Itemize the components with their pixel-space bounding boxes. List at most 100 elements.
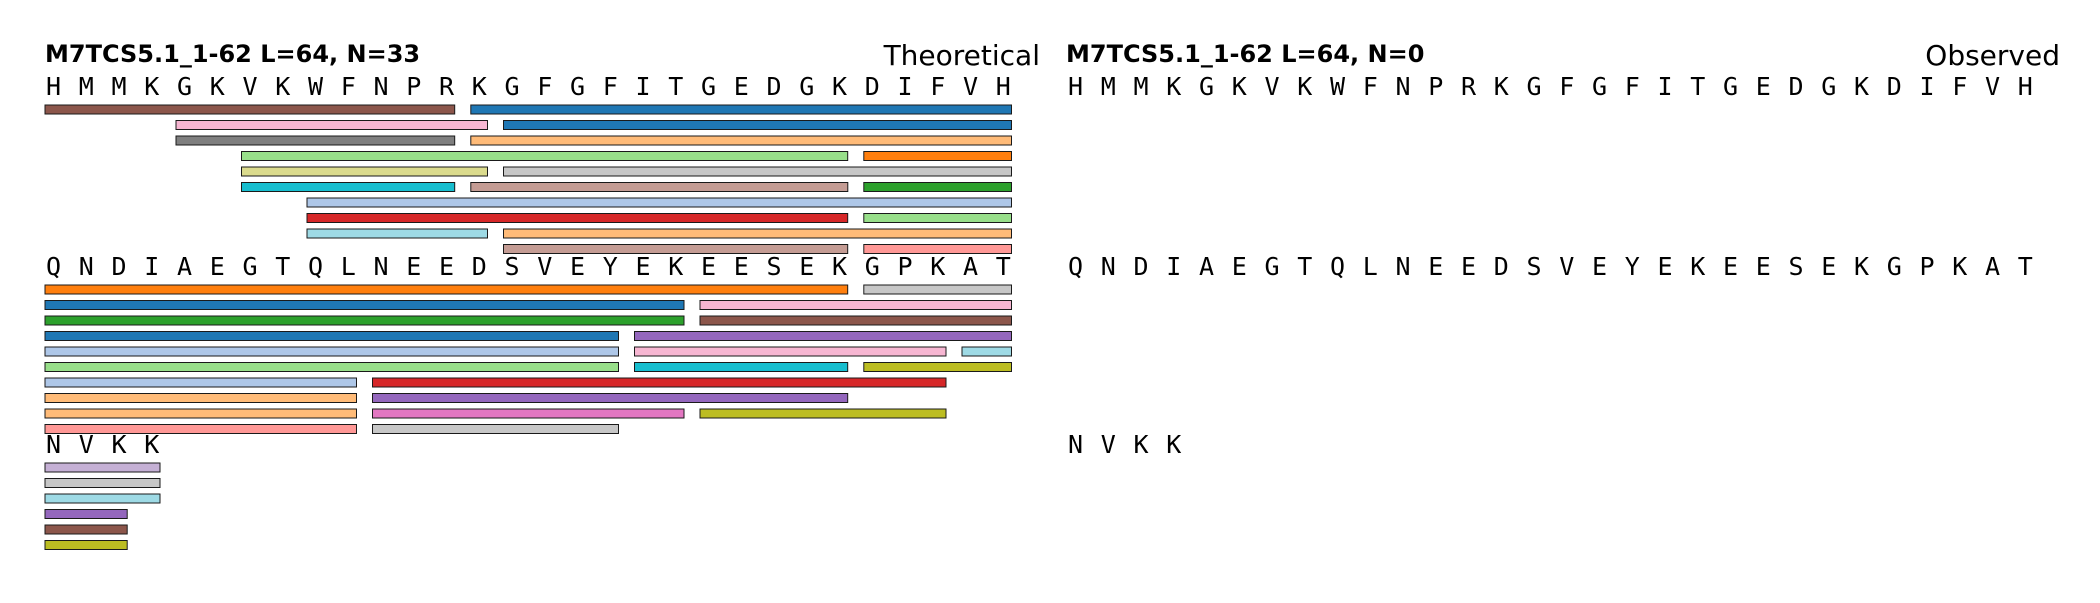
peptide-bar	[44, 424, 357, 434]
residue-observed-53: S	[1789, 252, 1804, 281]
peptide-bar	[44, 393, 357, 403]
residue-theoretical-36: E	[210, 252, 225, 281]
residue-observed-43: E	[1461, 252, 1476, 281]
peptide-bar	[44, 284, 849, 295]
residue-theoretical-46: V	[537, 252, 552, 281]
peptide-bar	[44, 408, 357, 419]
peptide-bar	[372, 424, 619, 434]
residue-observed-3: M	[1134, 72, 1149, 101]
residue-observed-59: A	[1985, 252, 2000, 281]
peptide-bar	[44, 300, 685, 310]
theoretical-title: M7TCS5.1_1-62 L=64, N=33	[45, 40, 420, 68]
residue-theoretical-40: L	[341, 252, 356, 281]
residue-theoretical-45: S	[505, 252, 520, 281]
residue-observed-34: I	[1166, 252, 1181, 281]
peptide-bar	[175, 135, 456, 146]
residue-theoretical-56: G	[865, 252, 880, 281]
peptide-bar	[503, 166, 1012, 177]
residue-observed-42: E	[1428, 252, 1443, 281]
residue-theoretical-24: G	[799, 72, 814, 101]
residue-observed-9: W	[1330, 72, 1346, 101]
residue-theoretical-15: G	[505, 72, 520, 101]
residue-theoretical-49: E	[636, 252, 651, 281]
residue-observed-1: H	[1068, 72, 1083, 101]
residue-theoretical-50: K	[668, 252, 683, 281]
residue-observed-36: E	[1232, 252, 1247, 281]
residue-observed-7: V	[1265, 72, 1280, 101]
residue-theoretical-13: R	[439, 72, 455, 101]
residue-theoretical-18: F	[603, 72, 618, 101]
residue-theoretical-27: I	[898, 72, 913, 101]
residue-observed-14: K	[1494, 72, 1509, 101]
residue-observed-41: N	[1396, 252, 1411, 281]
peptide-bar	[44, 377, 357, 388]
residue-observed-5: G	[1199, 72, 1214, 101]
peptide-bar	[470, 104, 1012, 115]
residue-observed-45: S	[1527, 252, 1542, 281]
residue-theoretical-28: F	[930, 72, 945, 101]
peptide-bar	[44, 509, 128, 519]
residue-theoretical-8: K	[275, 72, 290, 101]
residue-observed-24: G	[1821, 72, 1836, 101]
residue-observed-49: E	[1658, 252, 1673, 281]
peptide-bar	[44, 462, 161, 473]
residue-observed-64: K	[1166, 430, 1181, 459]
theoretical-label: Theoretical	[883, 39, 1040, 72]
residue-observed-6: K	[1232, 72, 1247, 101]
residue-observed-58: K	[1952, 252, 1967, 281]
residue-observed-21: G	[1723, 72, 1738, 101]
residue-theoretical-64: K	[144, 430, 159, 459]
residue-theoretical-60: T	[996, 252, 1011, 281]
peptide-bar	[306, 197, 1012, 208]
peptide-bar	[503, 244, 849, 254]
peptide-bar	[44, 346, 619, 357]
residue-theoretical-52: E	[734, 252, 749, 281]
peptide-bar	[503, 228, 1012, 239]
residue-theoretical-17: G	[570, 72, 585, 101]
peptide-bar	[634, 346, 947, 357]
peptide-bar	[699, 408, 947, 419]
peptide-bar	[863, 244, 1012, 254]
residue-theoretical-29: V	[963, 72, 978, 101]
residue-observed-38: T	[1297, 252, 1312, 281]
residue-theoretical-43: E	[439, 252, 454, 281]
peptide-bar	[44, 315, 685, 326]
residue-observed-39: Q	[1330, 252, 1345, 281]
peptide-bar	[306, 228, 488, 239]
residue-theoretical-21: G	[701, 72, 716, 101]
peptide-bar	[634, 331, 1012, 341]
residue-observed-4: K	[1166, 72, 1181, 101]
residue-theoretical-25: K	[832, 72, 847, 101]
residue-theoretical-41: N	[374, 252, 389, 281]
residue-theoretical-20: T	[668, 72, 683, 101]
residue-observed-26: D	[1887, 72, 1902, 101]
residue-theoretical-48: Y	[603, 252, 618, 281]
residue-theoretical-55: K	[832, 252, 847, 281]
residue-theoretical-16: F	[537, 72, 552, 101]
residue-observed-33: D	[1134, 252, 1149, 281]
residue-observed-54: E	[1821, 252, 1836, 281]
peptide-bar	[372, 377, 947, 388]
peptide-bar	[241, 182, 456, 192]
residue-theoretical-14: K	[472, 72, 487, 101]
residue-observed-40: L	[1363, 252, 1378, 281]
residue-observed-60: T	[2018, 252, 2033, 281]
residue-theoretical-35: A	[177, 252, 192, 281]
residue-observed-31: Q	[1068, 252, 1083, 281]
peptide-bar	[503, 120, 1012, 130]
residue-observed-27: I	[1920, 72, 1935, 101]
residue-theoretical-57: P	[898, 252, 913, 281]
peptide-bar	[372, 408, 685, 419]
residue-theoretical-1: H	[46, 72, 61, 101]
peptide-bar	[372, 393, 849, 403]
observed-label: Observed	[1925, 39, 2060, 72]
residue-theoretical-7: V	[243, 72, 258, 101]
residue-observed-12: P	[1428, 72, 1443, 101]
residue-theoretical-54: E	[799, 252, 814, 281]
residue-theoretical-2: M	[79, 72, 94, 101]
residue-observed-16: F	[1559, 72, 1574, 101]
residue-theoretical-34: I	[144, 252, 159, 281]
